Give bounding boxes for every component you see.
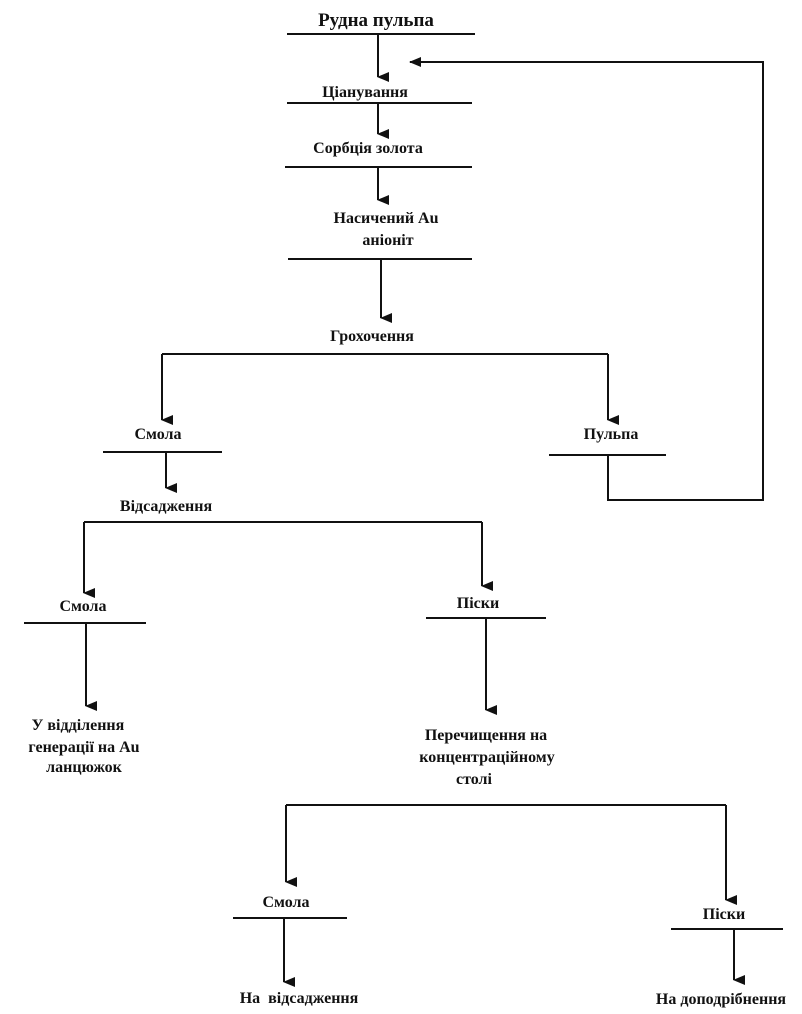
- node-gold-sorption: Сорбція золота: [313, 140, 423, 157]
- node-sands-2: Піски: [703, 906, 745, 923]
- node-screening: Грохочення: [330, 328, 414, 345]
- node-table-line2: концентраційному: [419, 749, 554, 766]
- node-pulp: Пульпа: [584, 426, 639, 443]
- node-resin-3: Смола: [262, 894, 309, 911]
- node-resin-2: Смола: [59, 598, 106, 615]
- node-sands-1: Піски: [457, 595, 499, 612]
- node-to-jigging: На відсадження: [240, 990, 359, 1007]
- node-jigging: Відсадження: [120, 498, 213, 515]
- node-generation-line1: У відділення: [32, 717, 125, 734]
- node-cyanidation: Ціанування: [322, 84, 408, 101]
- node-to-regrinding: На доподрібнення: [656, 991, 786, 1008]
- node-anionite-line1: Насичений Au: [334, 210, 439, 227]
- node-anionite-line2: аніоніт: [362, 232, 413, 249]
- recycle-line: [420, 61, 764, 501]
- node-table-line1: Перечищення на: [425, 727, 547, 744]
- node-generation-line2: генерації на Au: [28, 739, 139, 756]
- node-ore-pulp: Рудна пульпа: [318, 10, 434, 31]
- node-generation-line3: ланцюжок: [46, 759, 122, 776]
- node-table-line3: столі: [456, 771, 493, 788]
- node-resin-1: Смола: [134, 426, 181, 443]
